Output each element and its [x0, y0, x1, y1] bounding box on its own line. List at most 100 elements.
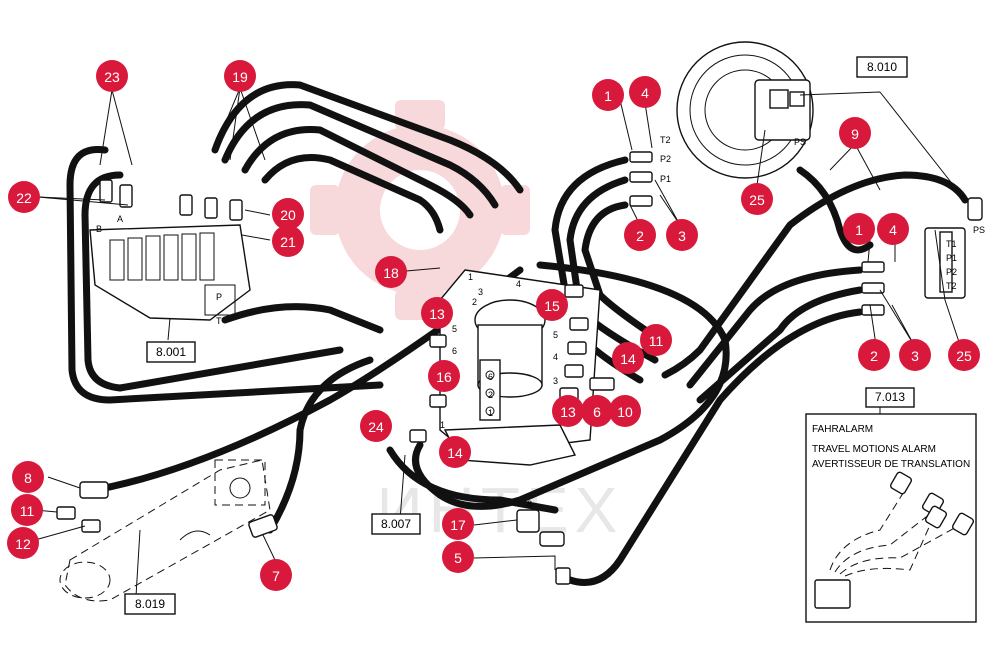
callout-24: 24: [360, 410, 392, 442]
callout-label: 4: [889, 222, 897, 238]
callout-circle: [272, 225, 304, 257]
callout-circle: [609, 395, 641, 427]
block-port-ps: PS: [973, 225, 985, 235]
callout-circle: [8, 181, 40, 213]
callout-circle: [581, 395, 613, 427]
hose-top-2: [211, 81, 524, 194]
callout-circle: [612, 342, 644, 374]
reference-7-013: 7.013: [865, 387, 915, 408]
swivel-top-1: 1: [468, 272, 473, 282]
callout-label: 3: [678, 228, 686, 244]
callout-circle: [442, 508, 474, 540]
leader-lines: [34, 87, 966, 597]
valve-port-t: T: [216, 316, 222, 326]
callout-circle: [858, 339, 890, 371]
callout-circle: [442, 541, 474, 573]
reference-8-019: 8.019: [124, 593, 176, 615]
svg-text:8.007: 8.007: [381, 517, 411, 531]
callout-label: 11: [20, 503, 35, 519]
valve-port-p: P: [216, 292, 222, 302]
callout-label: 13: [560, 404, 576, 420]
callout-3: 3: [899, 339, 931, 371]
motor-port-p1: P1: [660, 174, 671, 184]
callout-circle: [260, 559, 292, 591]
right-distribution-block: T1 P1 P2 T2 PS: [861, 197, 985, 316]
hose-valve-swivel: [221, 303, 384, 334]
callout-circle: [439, 436, 471, 468]
hose-ps-9: [796, 166, 874, 254]
callout-label: 6: [593, 404, 601, 420]
callout-17: 17: [442, 508, 474, 540]
valve-port-b: B: [96, 224, 102, 234]
svg-text:8.001: 8.001: [156, 345, 186, 359]
reference-8-001: 8.001: [146, 341, 196, 363]
callout-circle: [629, 76, 661, 108]
hose-right-3: [696, 286, 864, 404]
callout-label: 17: [450, 517, 466, 533]
callout-label: 15: [544, 298, 560, 314]
callout-4: 4: [629, 76, 661, 108]
callout-label: 1: [855, 222, 863, 238]
callout-label: 13: [429, 306, 445, 322]
callout-label: 14: [447, 445, 463, 461]
callout-5: 5: [442, 541, 474, 573]
callout-circle: [839, 117, 871, 149]
callout-10: 10: [609, 395, 641, 427]
callout-label: 10: [617, 404, 633, 420]
callout-label: 19: [232, 69, 248, 85]
callout-9: 9: [839, 117, 871, 149]
callout-circle: [640, 324, 672, 356]
fitting17-port-8: 8: [527, 499, 532, 509]
valve-fittings: [99, 179, 243, 221]
swivel-bottom-1: 1: [440, 420, 445, 430]
travel-motor: T2 P2 P1 PS: [629, 41, 814, 207]
callout-14: 14: [439, 436, 471, 468]
callout-label: 23: [104, 69, 120, 85]
callout-7: 7: [260, 559, 292, 591]
swivel-face-1: 1: [488, 408, 493, 418]
callout-circle: [11, 494, 43, 526]
motor-port-t2: T2: [660, 135, 671, 145]
callout-label: 14: [620, 351, 636, 367]
block-port-p1: P1: [946, 253, 957, 263]
callout-23: 23: [96, 60, 128, 92]
swivel-right-4: 4: [553, 352, 558, 362]
callout-label: 18: [383, 265, 399, 281]
callout-circle: [421, 297, 453, 329]
callout-label: 11: [649, 333, 664, 349]
callout-circle: [428, 360, 460, 392]
control-valve: A B P T: [89, 179, 251, 326]
callout-12: 12: [7, 527, 39, 559]
callout-8: 8: [12, 461, 44, 493]
watermark-text: ИНТЕХ: [377, 474, 624, 546]
hose-right-1: [661, 171, 969, 379]
callout-label: 9: [851, 126, 859, 142]
hose-right-2: [686, 266, 864, 389]
hose-bottom-17: [386, 446, 559, 514]
callout-circle: [948, 339, 980, 371]
callout-14: 14: [612, 342, 644, 374]
callout-circle: [877, 213, 909, 245]
callout-4: 4: [877, 213, 909, 245]
hoses: [66, 81, 969, 586]
hose-cylinder-7: [266, 356, 374, 534]
svg-text:7.013: 7.013: [875, 390, 905, 404]
block-port-t2: T2: [946, 281, 957, 291]
callout-circle: [592, 79, 624, 111]
callout-circle: [96, 60, 128, 92]
callout-11: 11: [11, 494, 43, 526]
callout-circle: [272, 198, 304, 230]
callout-20: 20: [272, 198, 304, 230]
legend-box: FAHRALARM TRAVEL MOTIONS ALARM AVERTISSE…: [805, 413, 977, 623]
callout-label: 12: [15, 536, 31, 552]
swivel-top-5: 5: [452, 324, 457, 334]
callout-13: 13: [421, 297, 453, 329]
callout-2: 2: [624, 219, 656, 251]
legend-line-1: FAHRALARM: [812, 424, 873, 435]
callout-6: 6: [581, 395, 613, 427]
callout-label: 16: [436, 369, 452, 385]
callout-1: 1: [843, 213, 875, 245]
callout-circle: [7, 527, 39, 559]
callout-circle: [536, 289, 568, 321]
